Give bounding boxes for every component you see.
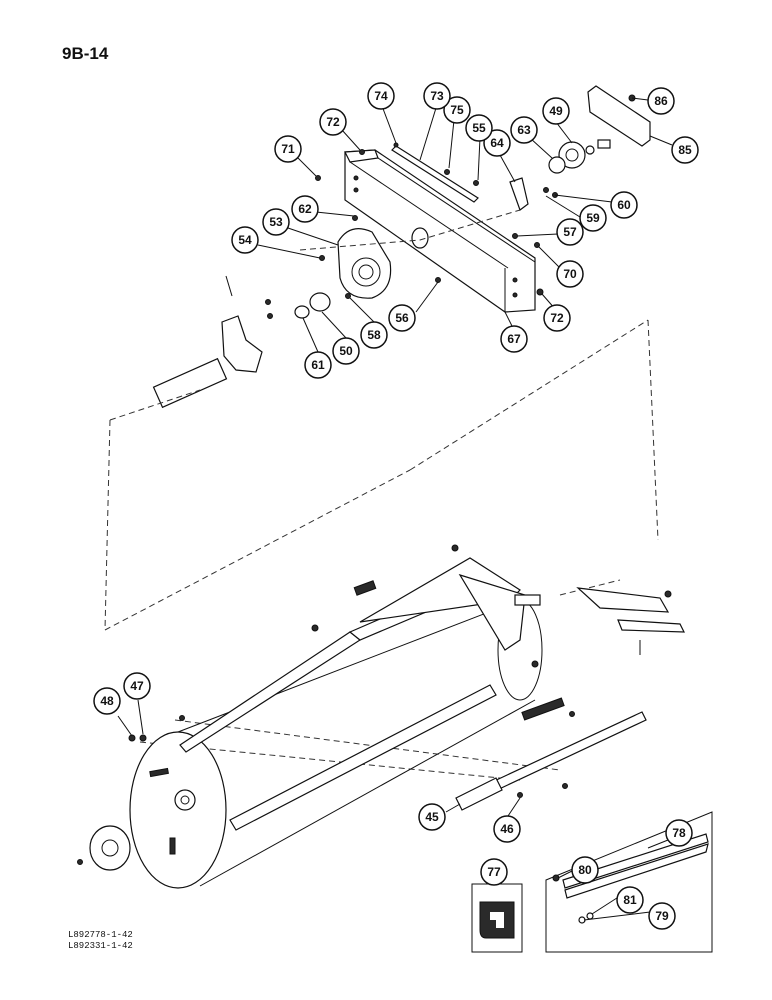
upper-hardware — [265, 142, 558, 319]
bearing-housing — [337, 228, 392, 299]
svg-text:63: 63 — [517, 123, 531, 137]
lower-hardware — [128, 544, 575, 798]
washer — [294, 305, 310, 319]
svg-text:46: 46 — [500, 822, 514, 836]
svg-text:61: 61 — [311, 358, 325, 372]
callout-79: 79 — [648, 902, 676, 930]
drawing-codes: L892778-1-42 L892331-1-42 — [68, 930, 133, 952]
channel-beam — [344, 149, 536, 313]
callout-80: 80 — [571, 856, 599, 884]
drive-bar — [474, 711, 647, 799]
leader-lines — [117, 97, 673, 921]
drive-sprocket — [548, 139, 611, 174]
callout-63: 63 — [510, 116, 538, 144]
svg-text:60: 60 — [617, 198, 631, 212]
rasp-strip — [521, 697, 565, 721]
svg-text:64: 64 — [490, 136, 504, 150]
svg-text:48: 48 — [100, 694, 114, 708]
svg-text:73: 73 — [430, 89, 444, 103]
callout-49: 49 — [542, 97, 570, 125]
svg-text:75: 75 — [450, 103, 464, 117]
side-brackets — [576, 587, 685, 655]
callout-45: 45 — [418, 803, 446, 831]
callout-86: 86 — [647, 87, 675, 115]
callout-81: 81 — [616, 886, 644, 914]
callout-70: 70 — [556, 260, 584, 288]
bearing — [309, 292, 331, 312]
svg-text:49: 49 — [549, 104, 563, 118]
callout-64: 64 — [483, 129, 511, 157]
decal-box — [471, 883, 523, 953]
svg-text:81: 81 — [623, 893, 637, 907]
drawing-code: L892778-1-42 — [68, 930, 133, 940]
callout-85: 85 — [671, 136, 699, 164]
svg-text:50: 50 — [339, 344, 353, 358]
svg-text:79: 79 — [655, 909, 669, 923]
callout-50: 50 — [332, 337, 360, 365]
svg-text:72: 72 — [326, 115, 340, 129]
svg-text:54: 54 — [238, 233, 252, 247]
callout-62: 62 — [291, 195, 319, 223]
callout-74: 74 — [367, 82, 395, 110]
svg-text:45: 45 — [425, 810, 439, 824]
assembly-lines — [104, 209, 659, 781]
svg-text:78: 78 — [672, 826, 686, 840]
svg-text:58: 58 — [367, 328, 381, 342]
drum-frame — [179, 557, 541, 831]
callout-55: 55 — [465, 114, 493, 142]
callout-54: 54 — [231, 226, 259, 254]
svg-text:71: 71 — [281, 142, 295, 156]
callout-48: 48 — [93, 687, 121, 715]
shaft-assembly — [152, 275, 263, 409]
callout-60: 60 — [610, 191, 638, 219]
callout-47: 47 — [123, 672, 151, 700]
strap-bar — [391, 145, 479, 203]
callout-78: 78 — [665, 819, 693, 847]
svg-text:77: 77 — [487, 865, 501, 879]
svg-text:57: 57 — [563, 225, 577, 239]
svg-text:70: 70 — [563, 267, 577, 281]
callout-59: 59 — [579, 204, 607, 232]
svg-text:74: 74 — [374, 89, 388, 103]
svg-text:72: 72 — [550, 311, 564, 325]
callout-53: 53 — [262, 208, 290, 236]
plate — [455, 777, 503, 811]
end-cap-hub — [77, 825, 131, 871]
svg-text:55: 55 — [472, 121, 486, 135]
svg-text:86: 86 — [654, 94, 668, 108]
callout-67: 67 — [500, 325, 528, 353]
svg-text:62: 62 — [298, 202, 312, 216]
page-reference: 9B-14 — [62, 44, 109, 63]
svg-text:80: 80 — [578, 863, 592, 877]
svg-text:53: 53 — [269, 215, 283, 229]
svg-text:85: 85 — [678, 143, 692, 157]
small-bracket — [509, 177, 529, 211]
svg-text:59: 59 — [586, 211, 600, 225]
callout-77: 77 — [480, 858, 508, 886]
callout-73: 73 — [423, 82, 451, 110]
callout-46: 46 — [493, 815, 521, 843]
drawing-code: L892331-1-42 — [68, 941, 133, 951]
callout-75: 75 — [443, 96, 471, 124]
callout-56: 56 — [388, 304, 416, 332]
svg-text:47: 47 — [130, 679, 144, 693]
mounting-plate — [587, 85, 651, 147]
callout-72-upper: 72 — [319, 108, 347, 136]
inset-detail — [545, 811, 713, 953]
callout-57: 57 — [556, 218, 584, 246]
callout-71: 71 — [274, 135, 302, 163]
svg-text:67: 67 — [507, 332, 521, 346]
callout-72-lower: 72 — [543, 304, 571, 332]
callout-58: 58 — [360, 321, 388, 349]
callout-61: 61 — [304, 351, 332, 379]
svg-text:56: 56 — [395, 311, 409, 325]
